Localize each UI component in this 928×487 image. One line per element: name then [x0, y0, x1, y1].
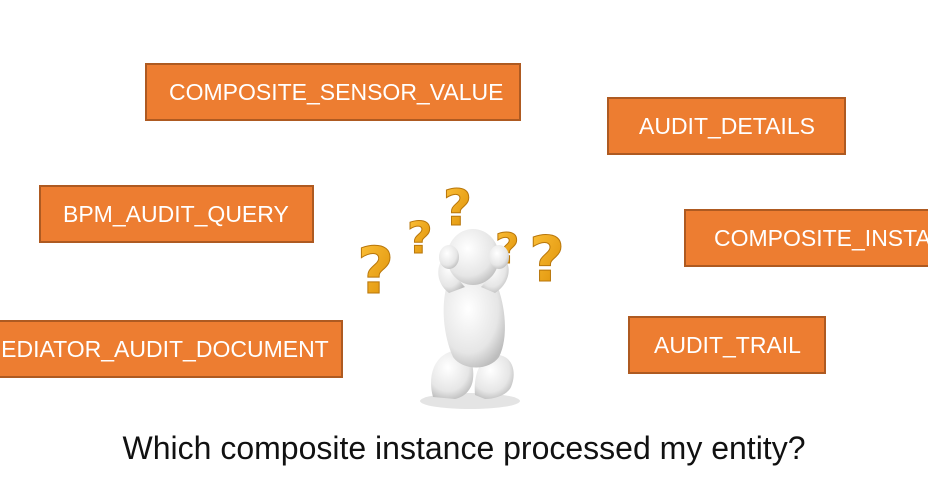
tag-composite-sensor-value: COMPOSITE_SENSOR_VALUE [145, 63, 521, 121]
question-mark-icon: ? [529, 223, 565, 296]
tag-bpm-audit-query: BPM_AUDIT_QUERY [39, 185, 314, 243]
question-mark-icon: ? [407, 213, 433, 264]
tag-mediator-audit-document: MEDIATOR_AUDIT_DOCUMENT [0, 320, 343, 378]
caption-question: Which composite instance processed my en… [122, 430, 806, 466]
tag-label: COMPOSITE_INSTANCE [714, 225, 928, 251]
tag-composite-instance: COMPOSITE_INSTANCE [684, 209, 928, 267]
confused-person-illustration: ? ? ? ? ? [357, 179, 565, 409]
person-figure [431, 229, 514, 399]
tag-audit-details: AUDIT_DETAILS [607, 97, 846, 155]
tag-label: MEDIATOR_AUDIT_DOCUMENT [0, 336, 329, 362]
confused-person-with-question-marks-icon: ? ? ? ? ? [355, 175, 585, 411]
tag-label: AUDIT_DETAILS [639, 113, 815, 139]
tag-label: BPM_AUDIT_QUERY [63, 201, 289, 227]
question-mark-icon: ? [357, 235, 394, 309]
question-mark-icon: ? [443, 179, 472, 237]
tag-label: AUDIT_TRAIL [654, 332, 801, 358]
tag-label: COMPOSITE_SENSOR_VALUE [169, 79, 504, 105]
tag-audit-trail: AUDIT_TRAIL [628, 316, 826, 374]
